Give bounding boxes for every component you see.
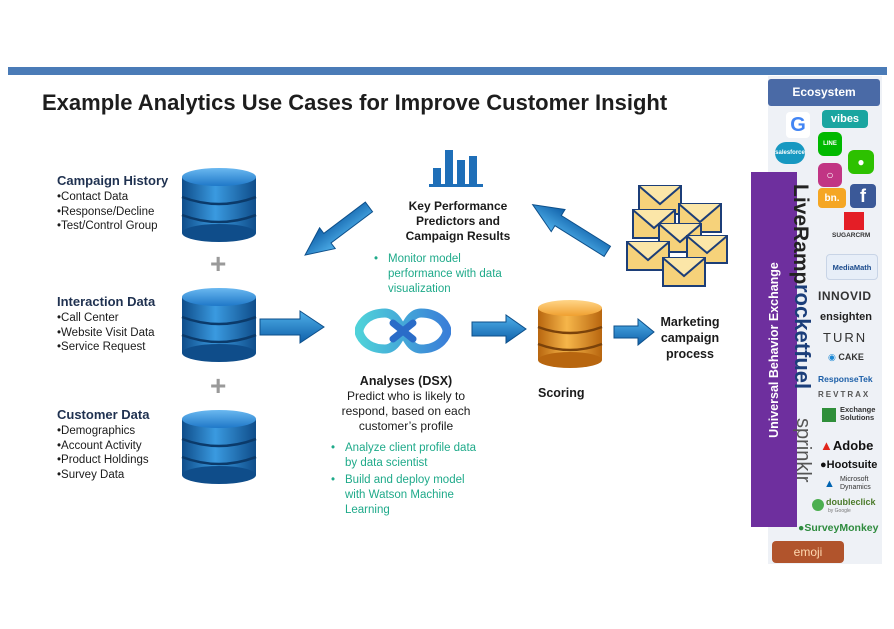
analyses-title: Analyses (DSX) [359,374,453,388]
bar-chart-icon [429,150,483,187]
source-items: Call Center Website Visit Data Service R… [57,311,155,355]
salesforce-logo: salesforce [775,142,805,164]
source-items: Contact Data Response/Decline Test/Contr… [57,190,168,234]
list-item: Test/Control Group [57,219,168,234]
list-item: Call Center [57,311,155,326]
arrow-icon [259,310,325,344]
source-heading: Customer Data [57,407,150,422]
sugarcrm-label: SUGARCRM [832,232,871,239]
instagram-icon: ○ [818,163,842,187]
universal-behavior-exchange-bar: Universal Behavior Exchange [751,172,797,527]
arrow-icon [531,204,612,258]
ube-label: Universal Behavior Exchange [767,261,781,438]
vibes-logo: vibes [822,110,868,128]
list-item: Build and deploy model with Watson Machi… [331,473,481,518]
database-icon [181,410,257,484]
adobe-label: Adobe [832,438,874,453]
plus-icon: + [210,370,227,401]
list-item: Survey Data [57,468,149,483]
facebook-logo: f [850,184,876,208]
database-icon [181,288,257,362]
arrow-icon [471,314,527,344]
liveramp-logo: LiveRamp [789,184,812,285]
analyses-description: Predict who is likely to respond, based … [341,389,471,433]
plus-icon: + [210,248,227,279]
marketing-label: Marketing campaign process [660,315,720,361]
list-item: Response/Decline [57,205,168,220]
surveymonkey-logo: ●SurveyMonkey [798,522,878,534]
list-item: Website Visit Data [57,326,155,341]
emoji-logo: emoji [772,541,844,563]
arrow-icon [304,201,374,256]
header-accent-bar [8,67,887,75]
adobe-icon: ▲ [820,438,833,453]
source-customer-data: Customer Data Demographics Account Activ… [57,407,149,482]
kpi-label: Key Performance Predictors and Campaign … [405,199,511,243]
source-heading: Campaign History [57,173,169,188]
envelope-icon [626,241,670,271]
list-item: Analyze client profile data by data scie… [331,441,481,471]
doubleclick-label: doubleclick [826,497,876,507]
page-title: Example Analytics Use Cases for Improve … [42,90,668,115]
list-item: Account Activity [57,439,149,454]
hootsuite-logo: ●Hootsuite [820,459,877,471]
ecosystem-header: Ecosystem [768,79,880,106]
list-item: Demographics [57,424,149,439]
list-item: Product Holdings [57,453,149,468]
source-interaction-data: Interaction Data Call Center Website Vis… [57,294,155,355]
cake-logo: ◉ CAKE [828,352,864,363]
doubleclick-icon [812,499,824,511]
hootsuite-label: Hootsuite [826,459,878,471]
source-items: Demographics Account Activity Product Ho… [57,424,149,482]
source-campaign-history: Campaign History Contact Data Response/D… [57,173,168,234]
sprinklr-logo: sprinklr [792,418,814,483]
database-icon [181,168,257,242]
innovid-logo: INNOVID [818,289,872,303]
list-item: Contact Data [57,190,168,205]
line-logo: LINE [818,132,842,156]
doubleclick-logo: doubleclick by Google [812,497,876,517]
cake-label: CAKE [838,352,864,362]
adobe-logo: ▲Adobe [820,438,873,453]
owl-icon: ● [820,459,827,471]
ensighten-logo: ensighten [820,311,872,323]
list-item: Service Request [57,340,155,355]
scoring-label: Scoring [538,386,585,400]
kpi-bullets: Monitor model performance with data visu… [374,252,524,299]
sugarcrm-mark [844,212,864,230]
source-heading: Interaction Data [57,294,156,309]
doubleclick-sublabel: by Google [828,508,851,514]
revtrax-logo: REVTRAX [818,390,871,399]
exchange-solutions-mark [822,408,836,422]
mediamath-logo: MediaMath [826,254,878,280]
analyses-bullets: Analyze client profile data by data scie… [331,441,481,520]
turn-logo: TURN [823,330,868,345]
google-logo: G [786,112,810,138]
ms-dynamics-logo: ▲ Microsoft Dynamics [824,475,878,495]
surveymonkey-label: SurveyMonkey [804,522,879,534]
envelope-cluster [626,185,728,287]
surveymonkey-icon: ● [798,522,805,534]
rocketfuel-logo: rocketfuel [790,284,815,390]
bn-logo: bn. [818,188,846,208]
exchange-solutions-label: Exchange Solutions [840,405,876,422]
sugarcrm-logo: SUGARCRM [832,212,876,242]
ms-dynamics-label: Microsoft Dynamics [840,476,871,491]
wechat-icon: ● [848,150,874,174]
list-item: Monitor model performance with data visu… [374,252,524,297]
arrow-icon [613,318,655,346]
database-icon [537,300,603,368]
envelope-icon [662,257,706,287]
infinity-analytics-icon [355,308,451,354]
cake-icon: ◉ [828,352,836,362]
exchange-solutions-logo: Exchange Solutions [822,405,880,425]
dynamics-icon: ▲ [824,478,835,490]
responsetek-logo: ResponseTek [818,374,873,384]
